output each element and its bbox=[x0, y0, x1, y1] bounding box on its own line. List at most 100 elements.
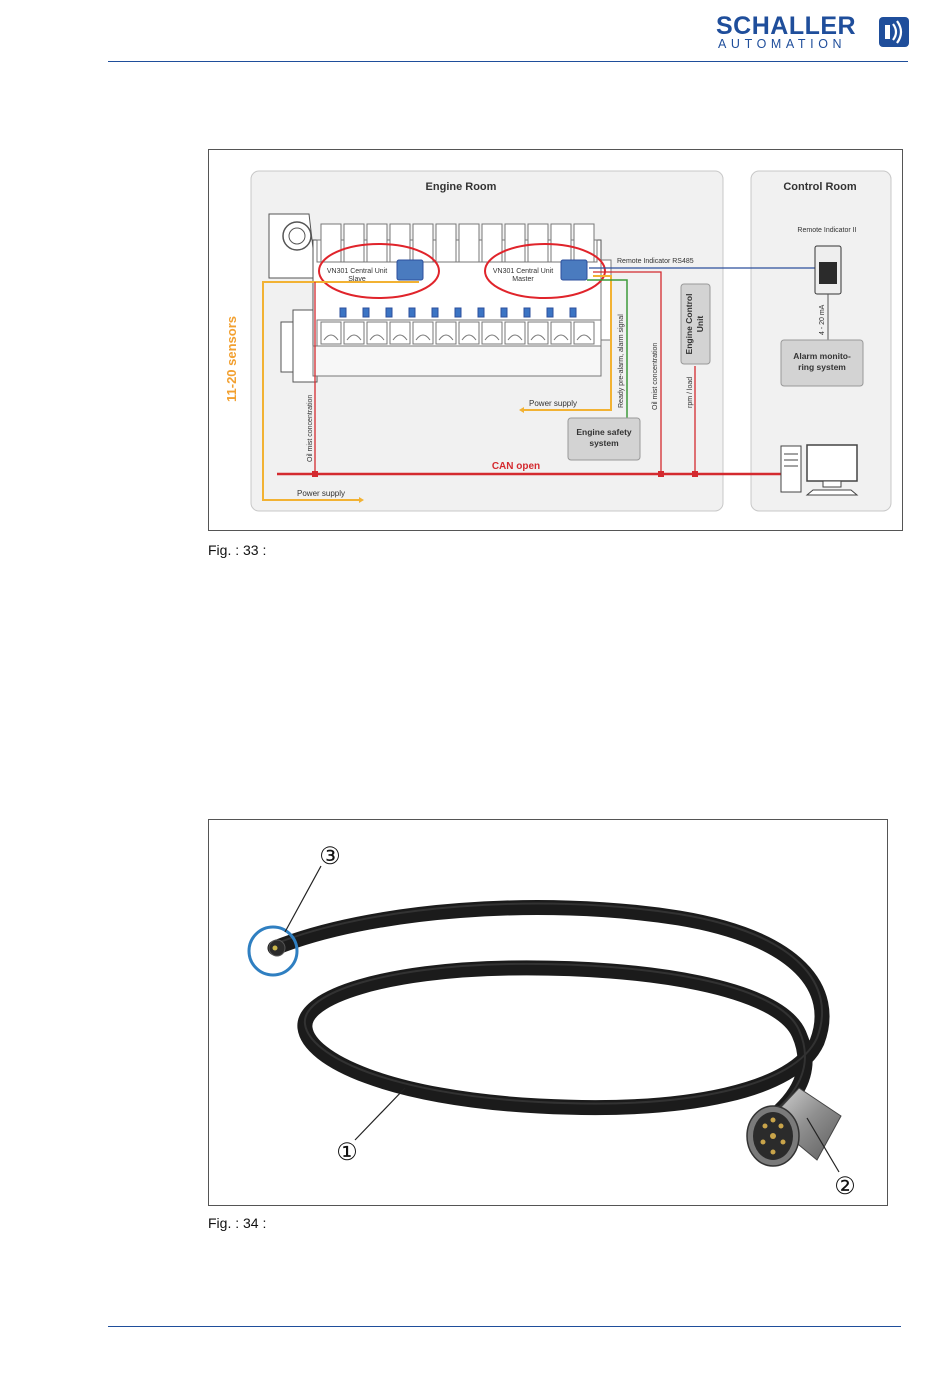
oil-mist-left-label: Oil mist concentration bbox=[307, 395, 314, 462]
figure-33-caption: Fig. : 33 : bbox=[208, 542, 267, 558]
rs485-label: Remote Indicator RS485 bbox=[617, 258, 694, 265]
cylinder-arc bbox=[507, 334, 523, 341]
logo-brand: SCHALLER bbox=[716, 12, 857, 40]
oil-mist-sensor bbox=[523, 307, 531, 318]
cylinder-arc bbox=[461, 334, 477, 341]
cylinder-block bbox=[412, 321, 434, 345]
oil-mist-right-label: Oil mist concentration bbox=[652, 343, 659, 410]
engine-drawing bbox=[268, 213, 612, 383]
cylinder-head bbox=[504, 223, 526, 263]
figure-33-frame: Engine Room Control Room VN301 Central U… bbox=[208, 149, 903, 531]
svg-text:ring system: ring system bbox=[798, 362, 846, 372]
computer-icon bbox=[780, 444, 859, 496]
sensors-label: 11-20 sensors bbox=[224, 316, 239, 402]
oil-mist-sensor bbox=[362, 307, 370, 318]
cylinder-arc bbox=[438, 334, 454, 341]
cylinder-head bbox=[343, 223, 365, 263]
engine-room-label: Engine Room bbox=[426, 181, 497, 193]
power-supply-mid-label: Power supply bbox=[529, 399, 577, 408]
cylinder-block bbox=[320, 321, 342, 345]
footer-rule bbox=[108, 1326, 901, 1327]
cylinder-arc bbox=[323, 334, 339, 341]
header-rule bbox=[108, 61, 908, 62]
slave-highlight bbox=[318, 243, 440, 299]
figure-34-cable: ③ ① ② bbox=[247, 843, 856, 1200]
cylinder-block bbox=[550, 321, 572, 345]
cylinder-head bbox=[435, 223, 457, 263]
power-supply-line-bottom bbox=[262, 281, 419, 501]
svg-text:Alarm monito-: Alarm monito- bbox=[793, 351, 851, 361]
cylinder-head bbox=[320, 223, 342, 263]
cylinder-arc bbox=[553, 334, 569, 341]
cylinder-head bbox=[527, 223, 549, 263]
callout-3: ③ bbox=[319, 843, 341, 870]
cylinder-head bbox=[366, 223, 388, 263]
callout-2: ② bbox=[834, 1173, 856, 1200]
cylinder-block bbox=[435, 321, 457, 345]
alarm-monitoring-box bbox=[780, 339, 864, 387]
master-highlight bbox=[484, 243, 606, 299]
cylinder-arc bbox=[346, 334, 362, 341]
current-label: 4 - 20 mA bbox=[819, 304, 826, 335]
oil-mist-sensor bbox=[408, 307, 416, 318]
oil-mist-sensor bbox=[500, 307, 508, 318]
cylinder-head bbox=[481, 223, 503, 263]
callout-1: ① bbox=[336, 1139, 358, 1166]
figure-33-diagram: Engine Room Control Room VN301 Central U… bbox=[224, 170, 892, 512]
master-label-1: VN301 Central Unit bbox=[493, 268, 553, 275]
cable-connector bbox=[746, 1087, 842, 1167]
can-open-label: CAN open bbox=[492, 461, 540, 472]
engine-control-unit-box bbox=[680, 283, 711, 365]
cylinder-block bbox=[504, 321, 526, 345]
master-unit-icon bbox=[560, 259, 588, 281]
svg-text:Engine safety: Engine safety bbox=[576, 427, 632, 437]
cylinder-block bbox=[389, 321, 411, 345]
cylinder-block bbox=[481, 321, 503, 345]
oil-mist-right-line bbox=[593, 271, 662, 474]
alarm-signal-line bbox=[587, 279, 628, 420]
cylinder-arc bbox=[576, 334, 592, 341]
slave-label-2: Slave bbox=[348, 276, 366, 283]
oil-mist-sensor bbox=[385, 307, 393, 318]
cylinder-head bbox=[458, 223, 480, 263]
oil-mist-sensor bbox=[454, 307, 462, 318]
cylinder-block bbox=[458, 321, 480, 345]
figure-34-caption: Fig. : 34 : bbox=[208, 1215, 267, 1231]
cylinder-arc bbox=[369, 334, 385, 341]
svg-text:Engine Control: Engine Control bbox=[684, 294, 694, 355]
slave-label-1: VN301 Central Unit bbox=[327, 268, 387, 275]
logo-wave-icon bbox=[879, 17, 909, 47]
cylinder-arc bbox=[392, 334, 408, 341]
oil-mist-sensor bbox=[339, 307, 347, 318]
svg-text:Unit: Unit bbox=[695, 316, 705, 333]
cylinder-block bbox=[343, 321, 365, 345]
svg-text:system: system bbox=[589, 438, 619, 448]
oil-mist-sensor bbox=[569, 307, 577, 318]
cylinder-block bbox=[527, 321, 549, 345]
cylinder-head bbox=[389, 223, 411, 263]
power-supply-line-mid bbox=[524, 275, 612, 411]
oil-mist-sensor bbox=[431, 307, 439, 318]
cylinder-arc bbox=[415, 334, 431, 341]
power-supply-bottom-label: Power supply bbox=[297, 489, 345, 498]
schaller-logo: SCHALLER AUTOMATION bbox=[716, 12, 912, 51]
cylinder-arc bbox=[484, 334, 500, 341]
ready-signal-label: Ready pre-alarm, alarm signal bbox=[618, 314, 625, 408]
cylinder-block bbox=[366, 321, 388, 345]
logo-sub: AUTOMATION bbox=[718, 37, 847, 51]
remote-indicator-label: Remote Indicator II bbox=[797, 227, 856, 234]
cylinder-block bbox=[573, 321, 595, 345]
master-label-2: Master bbox=[512, 276, 534, 283]
cable-body bbox=[267, 900, 830, 1128]
oil-mist-sensor bbox=[477, 307, 485, 318]
cylinder-head bbox=[573, 223, 595, 263]
slave-unit-icon bbox=[396, 259, 424, 281]
oil-mist-sensor bbox=[546, 307, 554, 318]
cylinder-arc bbox=[530, 334, 546, 341]
control-room-label: Control Room bbox=[783, 181, 857, 193]
rpm-load-label: rpm / load bbox=[687, 377, 694, 408]
figure-34-frame: ③ ① ② bbox=[208, 819, 888, 1206]
engine-safety-box bbox=[567, 417, 641, 461]
cylinder-head bbox=[550, 223, 572, 263]
cable-end-highlight bbox=[247, 925, 299, 977]
